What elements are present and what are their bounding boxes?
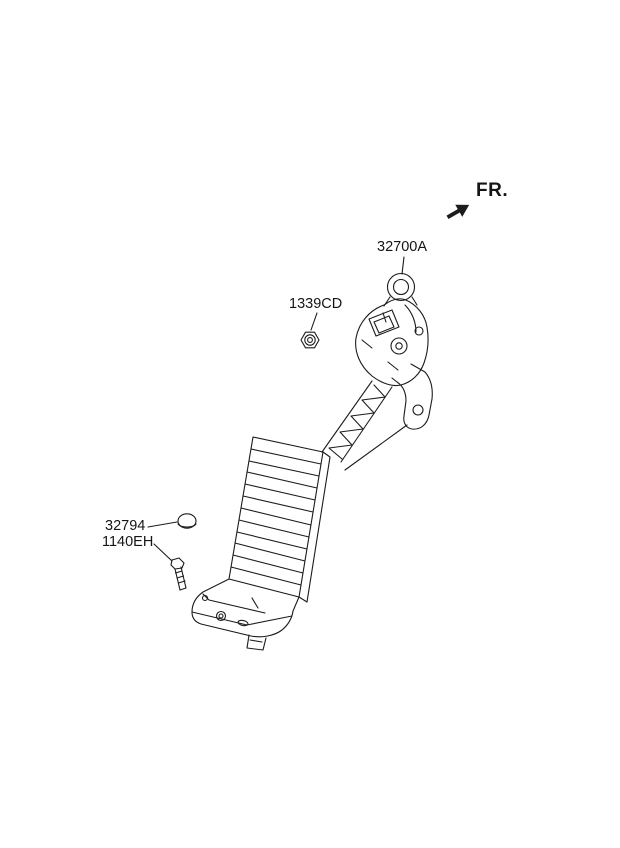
base-plate xyxy=(191,578,300,651)
part-label-32794[interactable]: 32794 xyxy=(105,518,146,534)
pedal-sensor-housing xyxy=(355,298,429,387)
pedal-pad xyxy=(228,436,331,603)
leader-32700A xyxy=(401,256,405,275)
part-label-1339CD[interactable]: 1339CD xyxy=(289,296,343,312)
nut xyxy=(300,331,320,349)
pedal-pad-ribs xyxy=(230,448,322,586)
screw-bolt xyxy=(170,557,187,591)
leader-1140EH xyxy=(153,543,173,562)
leader-1339CD xyxy=(310,312,318,331)
front-direction-label: FR. xyxy=(476,180,509,201)
mounting-eye xyxy=(383,272,418,307)
part-label-1140EH[interactable]: 1140EH xyxy=(102,534,154,550)
leader-32794 xyxy=(147,521,178,528)
cap-plug xyxy=(177,513,197,529)
pedal-arm xyxy=(321,380,408,471)
mounting-bracket-wing xyxy=(391,363,433,430)
fr-direction-arrow-icon xyxy=(446,204,470,220)
leader-lines xyxy=(147,256,405,562)
part-label-32700A[interactable]: 32700A xyxy=(377,239,427,255)
